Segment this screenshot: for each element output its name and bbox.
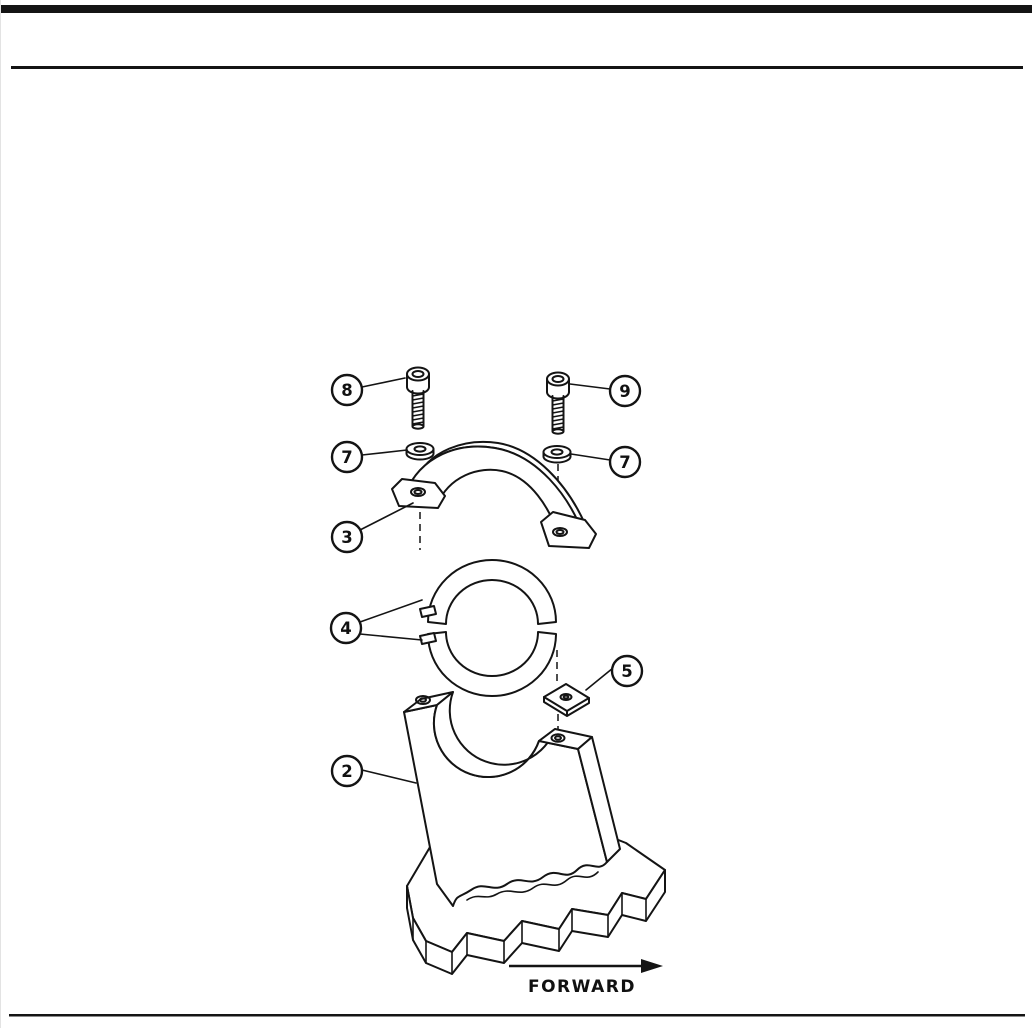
callout-3-circle xyxy=(330,520,364,554)
bearing-cap xyxy=(391,440,597,549)
leader-lines xyxy=(359,377,614,784)
callout-5-label: 5 xyxy=(621,662,632,681)
cap-flange-right xyxy=(540,511,597,549)
callout-4-circle xyxy=(329,611,363,645)
socket-bolt-left xyxy=(406,366,430,430)
callout-8-circle xyxy=(330,373,364,407)
callout-7-right: 7 xyxy=(608,445,642,479)
bearing-halves xyxy=(419,559,557,697)
callout-7-right-label: 7 xyxy=(619,453,630,472)
bearing-half-lower xyxy=(427,631,557,697)
header-rule xyxy=(11,66,1023,69)
callout-7-left-label: 7 xyxy=(341,448,352,467)
callout-7-right-circle xyxy=(608,445,642,479)
callout-7-left: 7 xyxy=(330,440,364,474)
callout-5: 5 xyxy=(610,654,644,688)
socket-bolt-right xyxy=(546,371,570,435)
callout-7-left-circle xyxy=(330,440,364,474)
callout-9-label: 9 xyxy=(619,382,630,401)
washer-left xyxy=(405,442,435,461)
callout-8: 8 xyxy=(330,373,364,407)
washer-right xyxy=(542,445,572,464)
callout-9-circle xyxy=(608,374,642,408)
callout-3-label: 3 xyxy=(341,528,352,547)
callout-3: 3 xyxy=(330,520,364,554)
forward-direction: FORWARD xyxy=(509,959,663,997)
callout-8-label: 8 xyxy=(341,381,352,400)
callout-9: 9 xyxy=(608,374,642,408)
top-border-bar xyxy=(1,5,1032,13)
weld-bead-line xyxy=(466,871,599,901)
callout-4-label: 4 xyxy=(340,619,351,638)
bearing-half-upper xyxy=(427,559,557,625)
forward-label: FORWARD xyxy=(528,977,636,997)
callout-2-label: 2 xyxy=(341,762,352,781)
callout-5-circle xyxy=(610,654,644,688)
support-bracket xyxy=(403,691,621,907)
forward-arrowhead-icon xyxy=(641,959,663,973)
callout-4: 4 xyxy=(329,611,363,645)
callout-2-circle xyxy=(330,754,364,788)
callout-2: 2 xyxy=(330,754,364,788)
footer-rule xyxy=(9,1014,1025,1017)
locking-plate xyxy=(543,683,590,717)
